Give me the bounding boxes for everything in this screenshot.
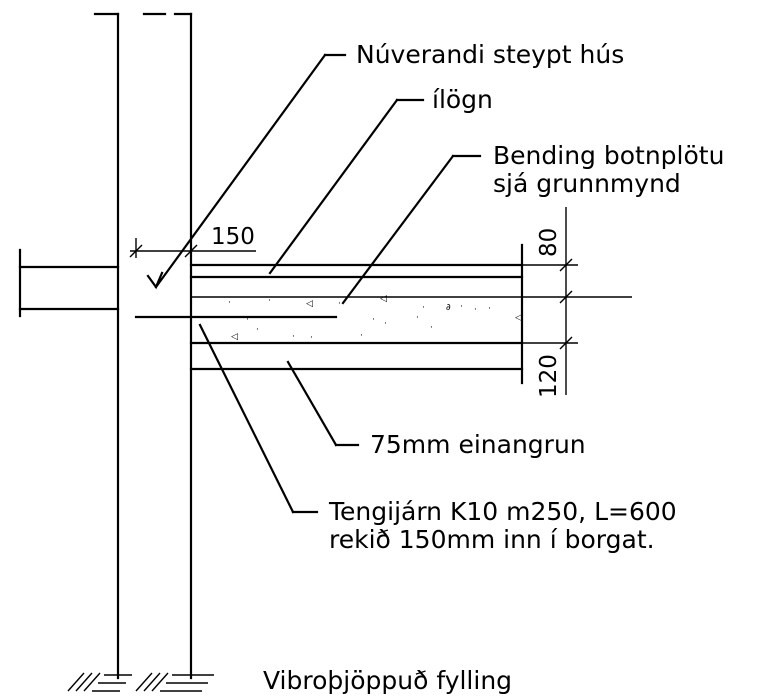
svg-text:◁: ◁ xyxy=(306,299,313,309)
label-fill: Vibroþjöppuð fylling xyxy=(263,666,512,695)
new-floor-build-up xyxy=(189,243,632,385)
svg-text:·: · xyxy=(430,323,433,333)
svg-text:·: · xyxy=(384,319,387,329)
svg-text:·: · xyxy=(460,302,463,312)
dimension-slab-label: 120 xyxy=(536,354,562,398)
label-reinforcement-1: Bending botnplötu xyxy=(493,141,724,170)
svg-text:·: · xyxy=(292,332,295,342)
svg-text:·: · xyxy=(416,313,419,323)
label-dowel-1: Tengijárn K10 m250, L=600 xyxy=(328,497,677,526)
svg-text:·: · xyxy=(256,325,259,335)
svg-text:·: · xyxy=(474,305,477,315)
leader-dowel xyxy=(198,323,295,514)
leader-insulation xyxy=(286,360,338,447)
dimension-screed-label: 80 xyxy=(536,228,562,257)
svg-text:·: · xyxy=(372,315,375,325)
dimension-embedment-label: 150 xyxy=(211,224,255,250)
svg-text:·: · xyxy=(228,298,231,308)
svg-text:·: · xyxy=(360,331,363,341)
dimension-vertical-chain: 80 120 xyxy=(522,207,578,398)
svg-text:◁: ◁ xyxy=(515,313,522,323)
svg-text:·: · xyxy=(338,299,341,309)
leader-screed xyxy=(268,98,399,275)
label-screed: ílögn xyxy=(432,85,493,114)
svg-text:◁: ◁ xyxy=(380,294,387,304)
svg-text:◁: ◁ xyxy=(231,332,238,342)
leader-reinforcement xyxy=(341,154,455,305)
svg-text:∂: ∂ xyxy=(446,303,451,313)
existing-wall xyxy=(93,12,193,680)
existing-slab-stub xyxy=(18,248,120,318)
ground-hatch xyxy=(67,672,214,692)
label-insulation: 75mm einangrun xyxy=(370,430,586,459)
leader-existing-house xyxy=(146,53,347,290)
concrete-hatch: · · ◁ · ◁ · ∂ · · · ◁ · · · · · · ◁ · · … xyxy=(228,294,522,343)
label-dowel-2: rekið 150mm inn í borgat. xyxy=(329,525,655,554)
svg-text:·: · xyxy=(268,296,271,306)
label-reinforcement-2: sjá grunnmynd xyxy=(493,169,681,198)
svg-text:·: · xyxy=(310,333,313,343)
svg-text:·: · xyxy=(422,303,425,313)
label-existing-house: Núverandi steypt hús xyxy=(356,40,624,69)
svg-text:·: · xyxy=(488,304,491,314)
dimension-embedment: 150 xyxy=(129,224,256,258)
svg-text:·: · xyxy=(246,315,249,325)
